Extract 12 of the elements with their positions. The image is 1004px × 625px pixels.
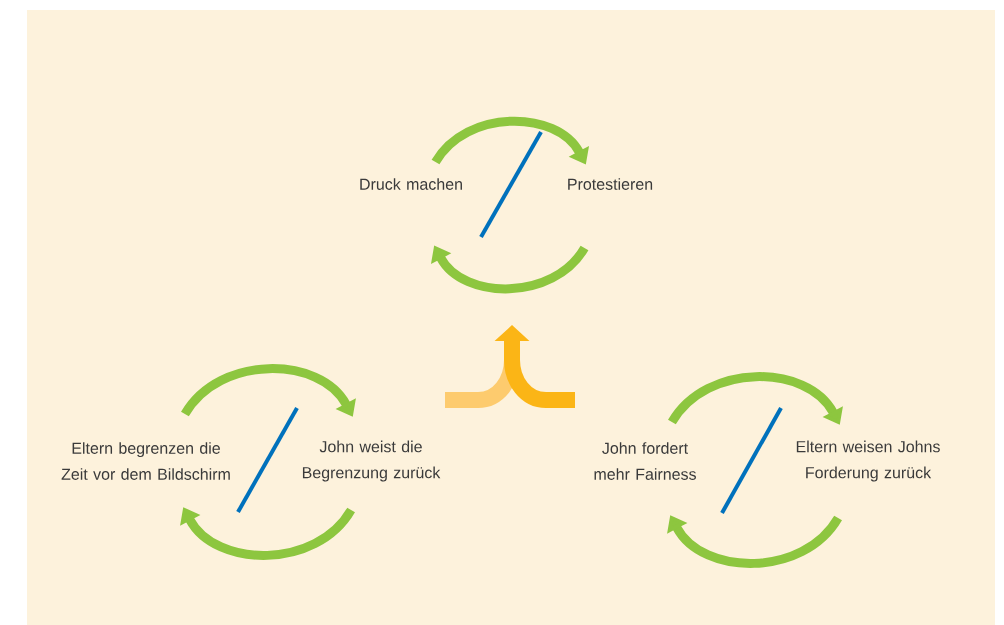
step-text: John fordert mehr Fairness xyxy=(594,442,696,480)
step-text: John weist die Begrenzung zurück xyxy=(302,440,441,482)
step-text: Eltern begrenzen die Zeit vor dem Bildschirm xyxy=(61,442,230,480)
step-text: Eltern weisen Johns Forderung zurück xyxy=(796,440,940,482)
cycle-arrow xyxy=(431,116,590,165)
cycle-arrow xyxy=(180,507,355,560)
cycle-arrow xyxy=(667,515,842,568)
cycle-arrow xyxy=(181,364,356,417)
step-text: Druck machen xyxy=(360,178,462,190)
cycle-arrow xyxy=(430,245,589,294)
step-text: Protestieren xyxy=(568,178,653,190)
cycle-arrow xyxy=(668,372,843,425)
